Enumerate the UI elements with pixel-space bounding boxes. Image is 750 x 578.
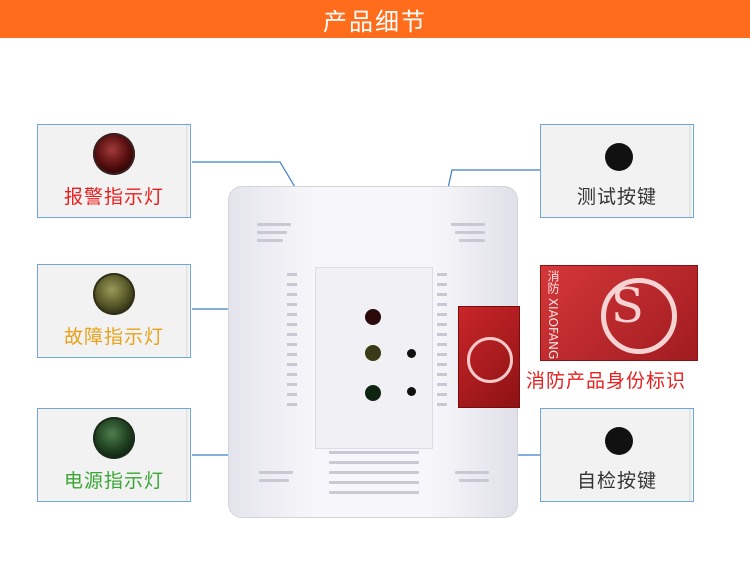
fault-indicator-label: 故障指示灯 [63,326,164,348]
cert-line1: 消防 [546,270,560,294]
side-vent [287,403,297,406]
test-button-callout: 测试按键 [540,124,694,218]
vent-slot [455,471,489,474]
test-button-icon[interactable] [407,349,416,358]
vent-slot [257,239,283,242]
fire-product-id-label: 消防产品身份标识 [526,370,687,392]
side-vent [437,273,447,276]
side-vent [287,363,297,366]
side-vent [437,403,447,406]
fire-product-id-mark: S [540,265,698,361]
side-vent [437,313,447,316]
side-vent [437,363,447,366]
side-vent [287,343,297,346]
vent-slot [459,479,489,482]
fault-led-icon [365,345,381,361]
side-vent [437,343,447,346]
side-vent [437,303,447,306]
page-title: 产品细节 [323,7,427,36]
test-button-label: 测试按键 [576,186,657,208]
cert-text: 消防 XIAOFANG [546,270,560,359]
side-vent [437,333,447,336]
vent-slot [459,239,485,242]
side-vent [437,353,447,356]
fire-id-sticker [458,306,520,408]
side-vent [437,393,447,396]
vent-slot [455,231,485,234]
vent-slot [259,479,289,482]
side-vent [437,373,447,376]
fault-indicator-callout: 故障指示灯 [37,264,191,358]
power-led-icon [365,385,381,401]
power-indicator-callout: 电源指示灯 [37,408,191,502]
selfcheck-button-icon [605,427,633,455]
power-led-icon [93,417,135,459]
selfcheck-button-icon[interactable] [407,387,416,396]
selfcheck-button-label: 自检按键 [576,470,657,492]
alarm-led-icon [365,309,381,325]
side-vent [437,323,447,326]
side-vent [287,303,297,306]
side-vent [287,313,297,316]
cert-line2: XIAOFANG [546,297,560,360]
vent-slot [329,491,419,494]
vent-slot [329,451,419,454]
header-banner: 产品细节 [0,0,750,38]
vent-slot [329,471,419,474]
alarm-indicator-label: 报警指示灯 [63,186,164,208]
side-vent [287,373,297,376]
side-vent [287,333,297,336]
side-vent [287,323,297,326]
side-vent [287,283,297,286]
side-vent [287,273,297,276]
side-vent [437,283,447,286]
cert-ring-icon [467,337,513,383]
cert-s-icon: S [611,278,644,334]
cert-ring-icon [601,278,677,354]
side-vent [287,393,297,396]
vent-slot [257,223,291,226]
test-button-icon [605,143,633,171]
side-vent [287,383,297,386]
selfcheck-button-callout: 自检按键 [540,408,694,502]
alarm-indicator-callout: 报警指示灯 [37,124,191,218]
side-vent [287,353,297,356]
alarm-led-icon [93,133,135,175]
side-vent [437,293,447,296]
side-vent [287,293,297,296]
vent-slot [451,223,485,226]
vent-slot [329,461,419,464]
fault-led-icon [93,273,135,315]
vent-slot [259,471,293,474]
power-indicator-label: 电源指示灯 [63,470,164,492]
side-vent [437,383,447,386]
vent-slot [329,481,419,484]
vent-slot [257,231,287,234]
